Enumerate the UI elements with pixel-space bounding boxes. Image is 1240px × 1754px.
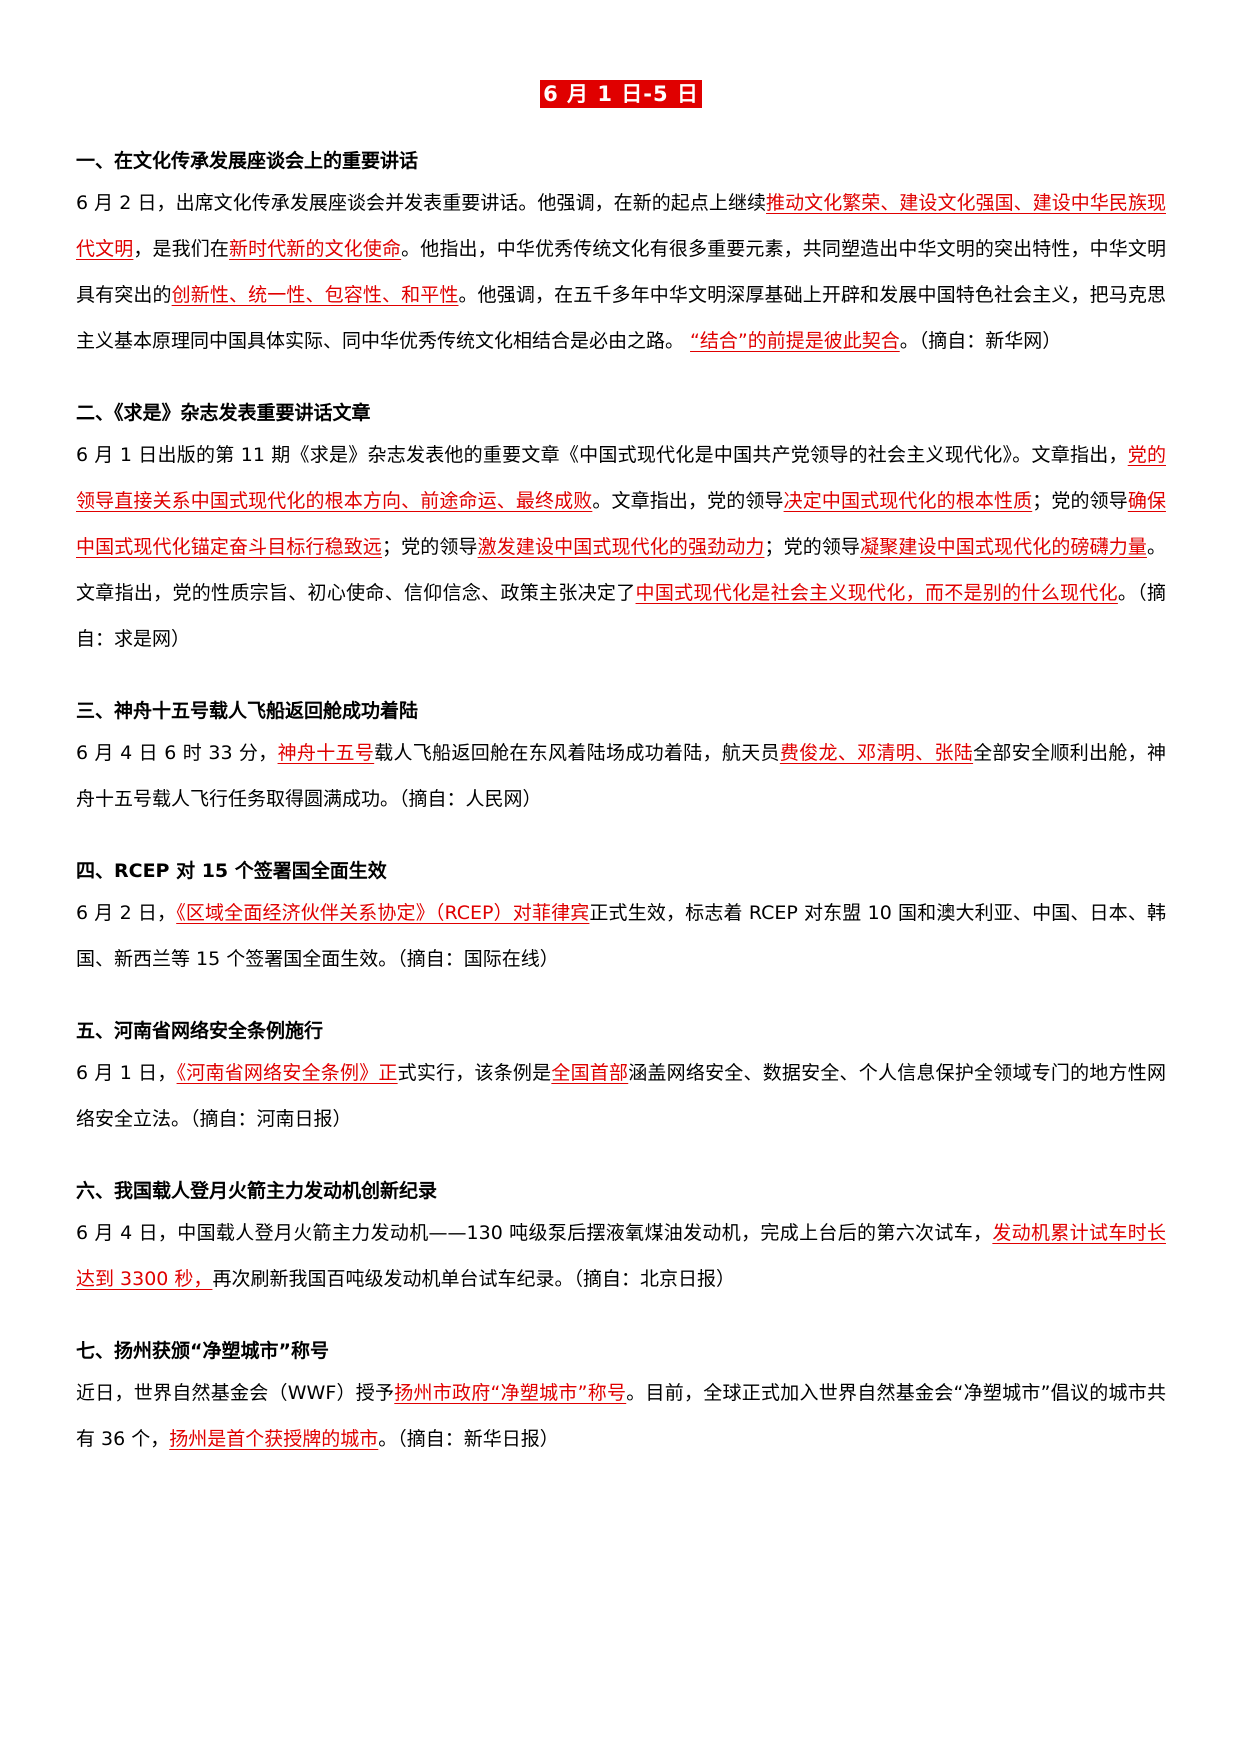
- body-text: 6 月 1 日，: [76, 1062, 177, 1084]
- body-text: 式实行，该条例是: [397, 1062, 552, 1084]
- section-heading: 六、我国载人登月火箭主力发动机创新纪录: [76, 1180, 438, 1202]
- news-section: 二、《求是》杂志发表重要讲话文章 6 月 1 日出版的第 11 期《求是》杂志发表…: [76, 398, 1166, 662]
- highlighted-text: “结合”的前提是彼此契合: [690, 330, 900, 352]
- news-section: 三、神舟十五号载人飞船返回舱成功着陆 6 月 4 日 6 时 33 分，神舟十五号…: [76, 696, 1166, 822]
- highlighted-text: 确保中国式现代化锚定奋斗目标行稳致远: [76, 490, 1166, 558]
- section-heading: 七、扬州获颁“净塑城市”称号: [76, 1340, 329, 1362]
- highlighted-text: 新时代新的文化使命: [229, 238, 402, 260]
- page-title: 6 月 1 日-5 日: [540, 80, 702, 108]
- body-text: 近日，世界自然基金会（WWF）授予: [76, 1382, 395, 1404]
- body-text: 。（摘自：新华日报）: [378, 1428, 559, 1450]
- highlighted-text: 发动机累计试车时长达到 3300 秒，: [76, 1222, 1166, 1290]
- highlighted-text: 《区域全面经济伙伴关系协定》（RCEP）对菲律宾: [176, 902, 590, 924]
- body-text: 6 月 4 日，中国载人登月火箭主力发动机——130 吨级泵后摆液氧煤油发动机，…: [76, 1222, 993, 1244]
- document-page: 6 月 1 日-5 日 一、在文化传承发展座谈会上的重要讲话 6 月 2 日，出席…: [76, 80, 1166, 1496]
- body-text: 6 月 4 日 6 时 33 分，: [76, 742, 278, 764]
- body-text: 正式生效，标志着 RCEP 对东盟 10 国和澳大利亚、中国、日本、韩国、新西兰…: [76, 902, 1166, 970]
- news-sections: 一、在文化传承发展座谈会上的重要讲话 6 月 2 日，出席文化传承发展座谈会并发表…: [76, 146, 1166, 1462]
- section-paragraph: 6 月 2 日，出席文化传承发展座谈会并发表重要讲话。他强调，在新的起点上继续推…: [76, 180, 1166, 364]
- section-paragraph: 6 月 4 日 6 时 33 分，神舟十五号载人飞船返回舱在东风着陆场成功着陆，…: [76, 730, 1166, 822]
- body-text: 。（摘自：新华网）: [899, 330, 1062, 352]
- body-text: 6 月 1 日出版的第 11 期《求是》杂志发表他的重要文章《中国式现代化是中国…: [76, 444, 1128, 466]
- news-section: 六、我国载人登月火箭主力发动机创新纪录 6 月 4 日，中国载人登月火箭主力发动机…: [76, 1176, 1166, 1302]
- section-paragraph: 6 月 2 日，《区域全面经济伙伴关系协定》（RCEP）对菲律宾正式生效，标志着…: [76, 890, 1166, 982]
- highlighted-text: 凝聚建设中国式现代化的磅礴力量: [860, 536, 1147, 558]
- body-text: 。（摘自：求是网）: [76, 582, 1166, 650]
- highlighted-text: 神舟十五号: [277, 742, 375, 764]
- section-heading: 四、RCEP 对 15 个签署国全面生效: [76, 860, 387, 882]
- body-text: 。文章指出，党的领导: [592, 490, 784, 512]
- body-text: 。他强调，在五千多年中华文明深厚基础上开辟和发展中国特色社会主义，把马克思主义基…: [76, 284, 1166, 352]
- section-heading: 五、河南省网络安全条例施行: [76, 1020, 324, 1042]
- body-text: 6 月 2 日，出席文化传承发展座谈会并发表重要讲话。他强调，在新的起点上继续: [76, 192, 767, 214]
- highlighted-text: 推动文化繁荣、建设文化强国、建设中华民族现代文明: [76, 192, 1166, 260]
- section-heading: 二、《求是》杂志发表重要讲话文章: [76, 402, 371, 424]
- body-text: 涵盖网络安全、数据安全、个人信息保护全领域专门的地方性网络安全立法。（摘自：河南…: [76, 1062, 1166, 1130]
- section-paragraph: 6 月 4 日，中国载人登月火箭主力发动机——130 吨级泵后摆液氧煤油发动机，…: [76, 1210, 1166, 1302]
- title-wrap: 6 月 1 日-5 日: [76, 80, 1166, 108]
- section-heading: 一、在文化传承发展座谈会上的重要讲话: [76, 150, 419, 172]
- section-paragraph: 6 月 1 日出版的第 11 期《求是》杂志发表他的重要文章《中国式现代化是中国…: [76, 432, 1166, 662]
- highlighted-text: 全国首部: [551, 1062, 629, 1084]
- body-text: ；党的领导: [1032, 490, 1128, 512]
- highlighted-text: 决定中国式现代化的根本性质: [783, 490, 1033, 512]
- section-paragraph: 6 月 1 日，《河南省网络安全条例》正式实行，该条例是全国首部涵盖网络安全、数…: [76, 1050, 1166, 1142]
- body-text: ；党的领导: [381, 536, 478, 558]
- highlighted-text: 创新性、统一性、包容性、和平性: [171, 284, 459, 306]
- body-text: 载人飞船返回舱在东风着陆场成功着陆，航天员: [374, 742, 780, 764]
- body-text: 全部安全顺利出舱，神舟十五号载人飞行任务取得圆满成功。（摘自：人民网）: [76, 742, 1166, 810]
- highlighted-text: 扬州是首个获授牌的城市: [169, 1428, 379, 1450]
- body-text: ；党的领导: [764, 536, 861, 558]
- news-section: 七、扬州获颁“净塑城市”称号近日，世界自然基金会（WWF）授予扬州市政府“净塑城…: [76, 1336, 1166, 1462]
- body-text: 。文章指出，党的性质宗旨、初心使命、信仰信念、政策主张决定了: [76, 536, 1166, 604]
- body-text: 6 月 2 日，: [76, 902, 177, 924]
- highlighted-text: 党的领导直接关系中国式现代化的根本方向、前途命运、最终成败: [76, 444, 1166, 512]
- highlighted-text: 《河南省网络安全条例》正: [176, 1062, 398, 1084]
- highlighted-text: 中国式现代化是社会主义现代化，而不是别的什么现代化: [635, 582, 1118, 604]
- body-text: 再次刷新我国百吨级发动机单台试车纪录。（摘自：北京日报）: [212, 1268, 735, 1290]
- body-text: 。他指出，中华优秀传统文化有很多重要元素，共同塑造出中华文明的突出特性，中华文明…: [76, 238, 1166, 306]
- news-section: 五、河南省网络安全条例施行 6 月 1 日，《河南省网络安全条例》正式实行，该条例…: [76, 1016, 1166, 1142]
- section-heading: 三、神舟十五号载人飞船返回舱成功着陆: [76, 700, 419, 722]
- highlighted-text: 费俊龙、邓清明、张陆: [779, 742, 974, 764]
- news-section: 一、在文化传承发展座谈会上的重要讲话 6 月 2 日，出席文化传承发展座谈会并发表…: [76, 146, 1166, 364]
- highlighted-text: 扬州市政府“净塑城市”称号: [394, 1382, 627, 1404]
- news-section: 四、RCEP 对 15 个签署国全面生效 6 月 2 日，《区域全面经济伙伴关系协…: [76, 856, 1166, 982]
- section-paragraph: 近日，世界自然基金会（WWF）授予扬州市政府“净塑城市”称号。目前，全球正式加入…: [76, 1370, 1166, 1462]
- body-text: 。目前，全球正式加入世界自然基金会“净塑城市”倡议的城市共有 36 个，: [76, 1382, 1166, 1450]
- body-text: ，是我们在: [133, 238, 229, 260]
- highlighted-text: 激发建设中国式现代化的强劲动力: [477, 536, 765, 558]
